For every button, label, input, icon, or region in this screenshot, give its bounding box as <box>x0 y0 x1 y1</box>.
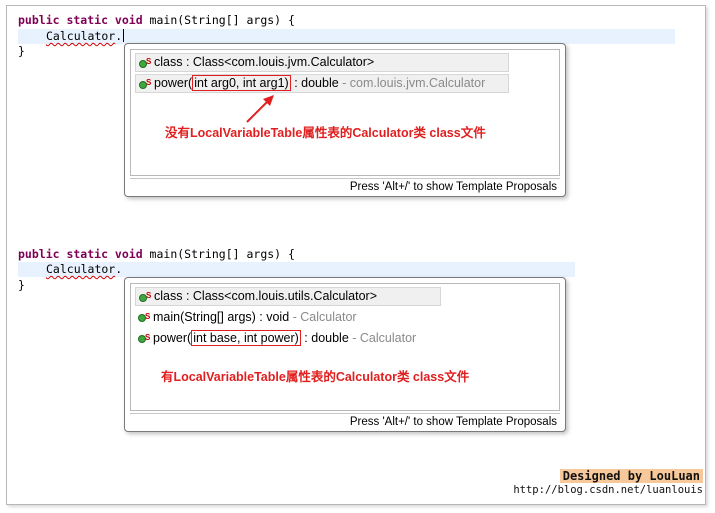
code-text: main(String[] args) { <box>142 13 295 27</box>
code-text: } <box>18 278 25 292</box>
code-line: } <box>18 44 25 59</box>
template-proposals-hint: Press 'Alt+/' to show Template Proposals <box>130 413 560 429</box>
code-dot: . <box>115 29 123 43</box>
class-reference: Calculator <box>46 29 116 43</box>
keyword: public static void <box>18 247 143 261</box>
text-caret <box>123 29 125 42</box>
keyword: public static void <box>18 13 143 27</box>
content-assist-popup: S class : Class<com.louis.utils.Calculat… <box>124 277 566 432</box>
public-method-icon: S <box>139 78 151 89</box>
params-highlight: int base, int power) <box>191 330 301 346</box>
code-text: main(String[] args) { <box>142 247 295 261</box>
designer-credit: Designed by LouLuan <box>559 469 703 483</box>
public-method-icon: S <box>139 57 151 68</box>
code-dot: . <box>115 262 123 276</box>
class-reference: Calculator <box>46 262 116 276</box>
proposal-class[interactable]: S class : Class<com.louis.utils.Calculat… <box>135 287 441 306</box>
code-line: public static void main(String[] args) { <box>18 13 295 28</box>
proposal-list[interactable]: S class : Class<com.louis.utils.Calculat… <box>130 283 560 411</box>
current-line-highlight <box>18 262 575 277</box>
code-line[interactable]: Calculator. <box>46 262 122 277</box>
annotation-note: 没有LocalVariableTable属性表的Calculator类 clas… <box>165 126 486 140</box>
proposal-power[interactable]: S power(int arg0, int arg1) : double - c… <box>135 74 509 93</box>
proposal-list[interactable]: S class : Class<com.louis.jvm.Calculator… <box>130 49 560 176</box>
content-assist-popup: S class : Class<com.louis.jvm.Calculator… <box>124 43 566 197</box>
code-text: } <box>18 44 25 58</box>
code-line[interactable]: Calculator. <box>46 29 125 44</box>
proposal-main[interactable]: S main(String[] args) : void - Calculato… <box>135 308 363 327</box>
public-method-icon: S <box>138 312 150 322</box>
proposal-power[interactable]: S power(int base, int power) : double - … <box>135 329 422 348</box>
public-method-icon: S <box>139 291 151 302</box>
template-proposals-hint: Press 'Alt+/' to show Template Proposals <box>130 178 560 194</box>
code-line: } <box>18 278 25 293</box>
annotation-note: 有LocalVariableTable属性表的Calculator类 class… <box>161 370 470 384</box>
params-highlight: int arg0, int arg1) <box>192 75 291 91</box>
code-line: public static void main(String[] args) { <box>18 247 295 262</box>
blog-url: http://blog.csdn.net/luanlouis <box>513 484 703 496</box>
red-arrow-icon <box>246 95 274 123</box>
proposal-class[interactable]: S class : Class<com.louis.jvm.Calculator… <box>135 53 509 72</box>
public-method-icon: S <box>138 333 150 343</box>
current-line-highlight <box>18 29 675 44</box>
